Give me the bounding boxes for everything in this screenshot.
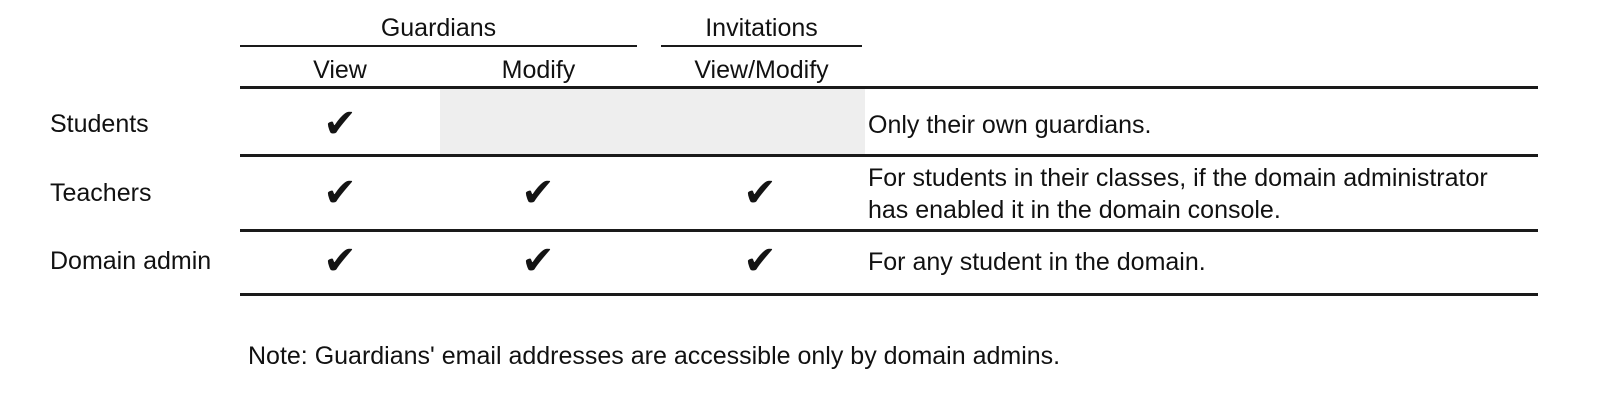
column-header-guardians-modify: Modify	[501, 56, 576, 84]
check-icon-students-guardians-view: ✔	[323, 101, 357, 147]
group-header-invitations: Invitations	[705, 14, 818, 42]
table-rule-bottom	[240, 293, 1538, 296]
row-label-teachers: Teachers	[50, 179, 152, 207]
table-rule-after-teachers	[240, 229, 1538, 232]
check-icon-domain-admin-invitations-view-modify: ✔	[743, 238, 777, 284]
row-label-domain-admin: Domain admin	[50, 247, 212, 275]
column-header-invitations-view-modify: View/Modify	[694, 56, 829, 84]
group-header-rule-guardians	[240, 45, 637, 47]
column-header-guardians-view: View	[313, 56, 367, 84]
row-description-students: Only their own guardians.	[868, 111, 1152, 139]
row-label-students: Students	[50, 110, 149, 138]
check-icon-teachers-guardians-view: ✔	[323, 170, 357, 216]
row-description-teachers: For students in their classes, if the do…	[868, 164, 1488, 224]
cell-shade-students-modify	[440, 89, 865, 154]
check-icon-teachers-guardians-modify: ✔	[521, 170, 555, 216]
check-icon-domain-admin-guardians-modify: ✔	[521, 238, 555, 284]
group-header-rule-invitations	[661, 45, 862, 47]
row-description-domain-admin: For any student in the domain.	[868, 248, 1206, 276]
check-icon-domain-admin-guardians-view: ✔	[323, 238, 357, 284]
table-rule-after-students	[240, 154, 1538, 157]
table-rule-top	[240, 86, 1538, 89]
check-icon-teachers-invitations-view-modify: ✔	[743, 170, 777, 216]
group-header-guardians: Guardians	[380, 14, 497, 42]
table-footnote: Note: Guardians' email addresses are acc…	[248, 342, 1061, 370]
